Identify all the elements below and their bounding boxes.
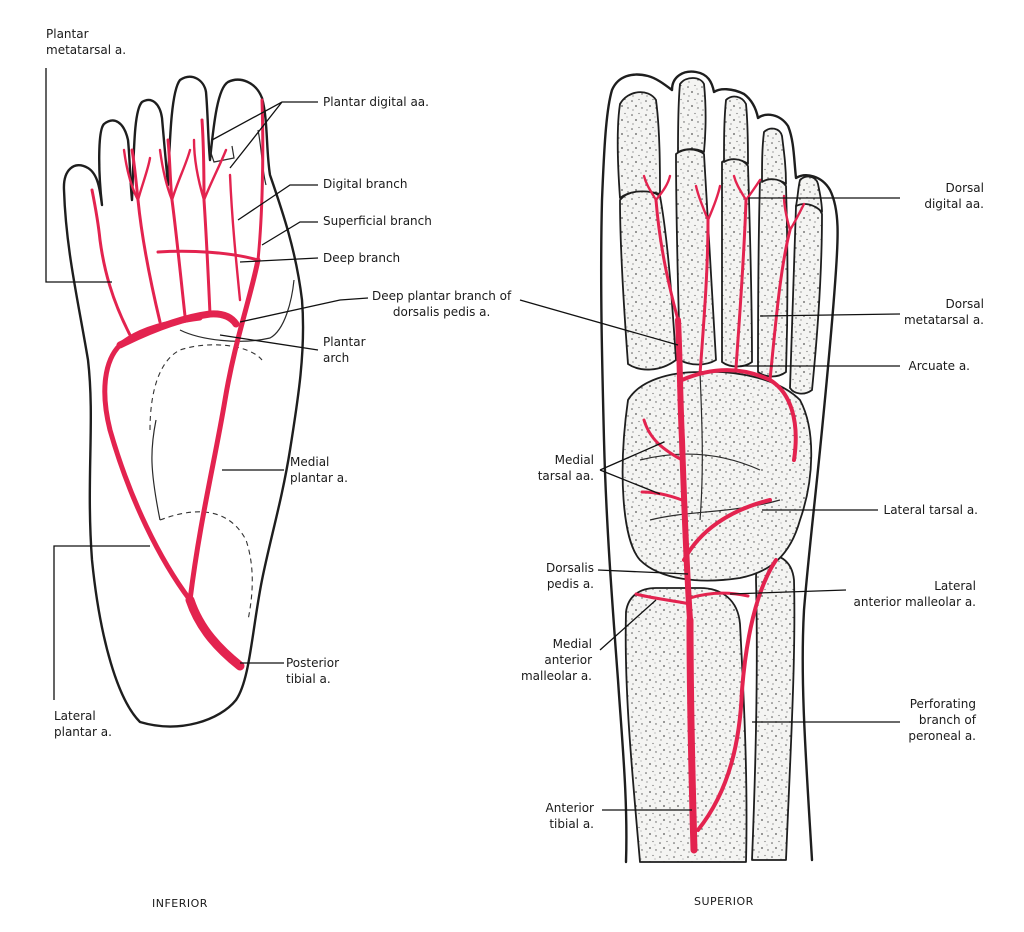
- dorsalis-pedis-artery: [675, 317, 693, 623]
- superior-foot: [519, 70, 901, 864]
- label-superficial-branch: Superficial branch: [323, 214, 432, 228]
- toe-detail: [209, 145, 235, 163]
- medial-anterior-malleolar-artery: [634, 592, 692, 606]
- leader-plantar-arch: [219, 334, 319, 351]
- phalanx-3: [723, 95, 749, 165]
- leader-dorsalis-pedis: [597, 569, 689, 575]
- leader-medial-anterior-malleolar: [599, 599, 657, 651]
- plantar-metatarsal-artery: [90, 188, 132, 337]
- plantar-digital-artery: [158, 148, 192, 202]
- sole-contour-dashed: [149, 344, 263, 431]
- lateral-anterior-malleolar-artery: [688, 591, 750, 600]
- leader-deep-branch: [239, 257, 319, 263]
- tarsal-joint-lines: [639, 371, 781, 521]
- heel-contour-dashed: [159, 511, 253, 621]
- label-plantar-digital: Plantar digital aa.: [323, 95, 429, 109]
- phalanx-2: [677, 77, 707, 153]
- leader-medial-tarsal: [599, 441, 665, 495]
- leader-dorsal-metatarsal: [759, 313, 901, 317]
- label-lateral-tarsal: Lateral tarsal a.: [883, 503, 978, 517]
- inferior-foot: [45, 68, 369, 728]
- phalanx-4: [761, 127, 787, 185]
- tibia-bone: [624, 587, 748, 863]
- plantar-metatarsal-artery: [130, 148, 162, 324]
- leader-superficial-branch: [261, 221, 318, 246]
- plantar-digital-artery: [192, 138, 228, 202]
- dorsal-metatarsal-artery: [698, 198, 792, 382]
- leader-digital-branch: [237, 184, 318, 221]
- superior-bones: [616, 77, 823, 863]
- medial-plantar-artery: [187, 257, 261, 603]
- label-deep-branch: Deep branch: [323, 251, 401, 265]
- leader-lateral-plantar: [53, 545, 150, 700]
- leader-lateral-anterior-malleolar: [729, 589, 847, 595]
- caption-superior: SUPERIOR: [694, 895, 754, 908]
- metatarsal-5: [789, 202, 823, 395]
- metatarsal-2: [675, 148, 717, 366]
- posterior-tibial-artery: [185, 595, 245, 671]
- label-arcuate: Arcuate a.: [908, 359, 970, 373]
- deep-branch: [156, 249, 260, 262]
- caption-inferior: INFERIOR: [152, 897, 208, 910]
- metatarsal-1: [619, 190, 677, 371]
- label-digital-branch: Digital branch: [323, 177, 408, 191]
- leader-plantar-metatarsal: [45, 68, 112, 283]
- anterior-tibial-artery: [686, 616, 698, 854]
- sole-contour: [179, 279, 295, 342]
- leader-deep-plantar-branch-superior: [519, 299, 679, 346]
- dorsal-digital-artery: [642, 174, 806, 232]
- leader-plantar-digital: [211, 101, 318, 169]
- plantar-digital-artery: [122, 148, 152, 202]
- metatarsal-4: [757, 177, 789, 378]
- lateral-tarsal-artery: [682, 498, 772, 562]
- superior-leader-lines: [519, 197, 901, 811]
- perforating-branch-peroneal: [696, 558, 778, 832]
- superior-foot-outline: [599, 70, 839, 864]
- plantar-metatarsal-artery: [166, 138, 187, 318]
- inferior-arteries: [90, 98, 265, 671]
- inferior-foot-outline: [62, 75, 305, 728]
- superficial-branch: [256, 98, 265, 262]
- fibula-bone: [751, 554, 796, 861]
- inferior-leader-lines: [45, 68, 369, 700]
- phalanx-1: [616, 91, 661, 199]
- digital-branch: [228, 173, 242, 302]
- leader-deep-plantar-branch: [239, 297, 369, 323]
- sole-contour-inner: [151, 419, 161, 521]
- tarsal-bones: [621, 370, 813, 582]
- dorsal-metatarsal-artery: [654, 198, 680, 322]
